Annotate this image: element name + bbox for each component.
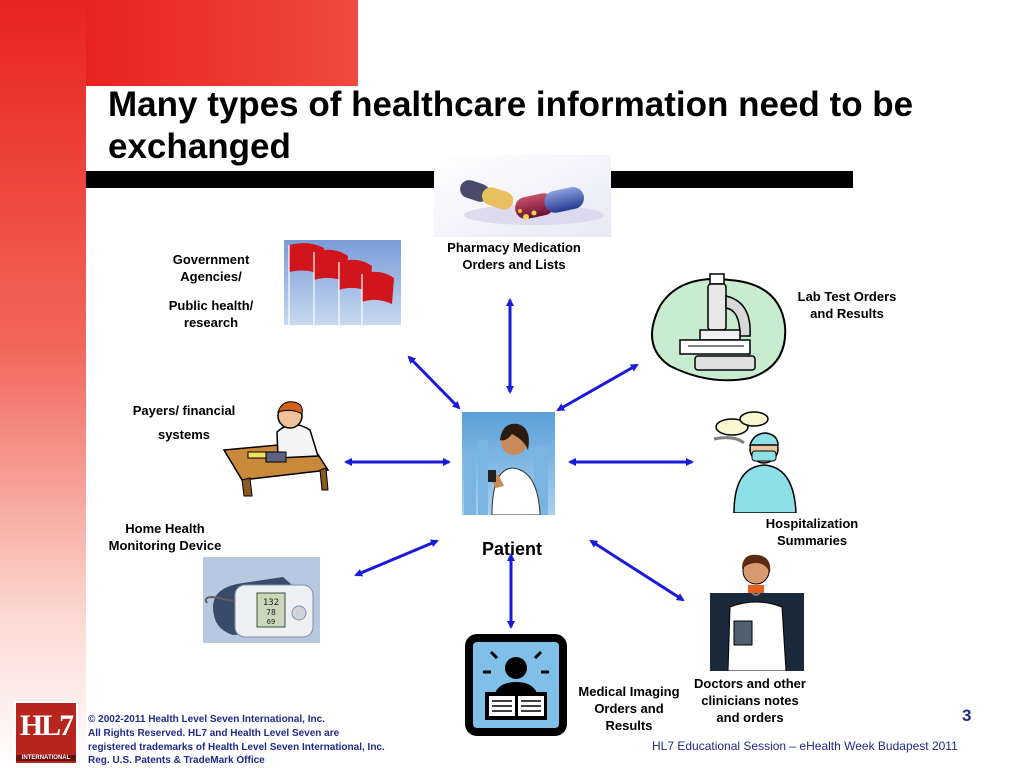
background-red-band-top — [86, 0, 358, 86]
lab-microscope-image — [651, 273, 787, 382]
pharmacy-label: Pharmacy Medication Orders and Lists — [447, 240, 581, 272]
patient-image — [462, 412, 555, 515]
hospitalization-surgeon-image — [713, 411, 797, 513]
copyright-notice: © 2002-2011 Health Level Seven Internati… — [88, 714, 385, 767]
doctor-image — [710, 554, 804, 671]
home-health-label: Home Health Monitoring Device — [108, 521, 222, 553]
hl7-international-logo: HL7 INTERNATIONAL — [14, 701, 78, 765]
arrow-government — [407, 355, 461, 410]
device-reading-3: 69 — [267, 618, 275, 626]
hl7-logo-subtext: INTERNATIONAL — [16, 755, 76, 761]
hospitalization-label: Hospitalization Summaries — [765, 516, 859, 548]
payers-label-line2: systems — [157, 427, 211, 442]
imaging-label: Medical Imaging Orders and Results — [578, 684, 680, 733]
hl7-logo-mark: HL7 — [19, 709, 74, 742]
footer-event-text: HL7 Educational Session – eHealth Week B… — [652, 739, 958, 753]
arrow-doctors — [589, 539, 685, 602]
arrow-lab — [556, 363, 639, 412]
doctors-label: Doctors and other clinicians notes and o… — [694, 676, 806, 725]
payers-label-line1: Payers/ financial — [132, 403, 236, 418]
title-rule-right — [611, 171, 853, 188]
government-flags-image — [284, 240, 401, 325]
background-red-band-left — [0, 0, 86, 768]
medical-imaging-icon — [465, 634, 567, 736]
blood-pressure-monitor-image: 132 78 69 — [203, 557, 320, 643]
slide-title: Many types of healthcare information nee… — [108, 85, 914, 166]
payers-person-at-desk-image — [222, 401, 330, 497]
page-number: 3 — [962, 706, 972, 725]
device-reading-1: 132 — [263, 598, 279, 608]
title-rule-left — [86, 171, 434, 188]
device-reading-2: 78 — [266, 608, 276, 617]
public-health-label: Public health/ research — [168, 298, 254, 330]
arrow-home-health — [354, 539, 439, 577]
government-label: Government Agencies/ — [172, 252, 250, 284]
pharmacy-pills-image — [434, 155, 611, 237]
patient-label: Patient — [481, 539, 542, 559]
lab-label: Lab Test Orders and Results — [797, 289, 897, 321]
